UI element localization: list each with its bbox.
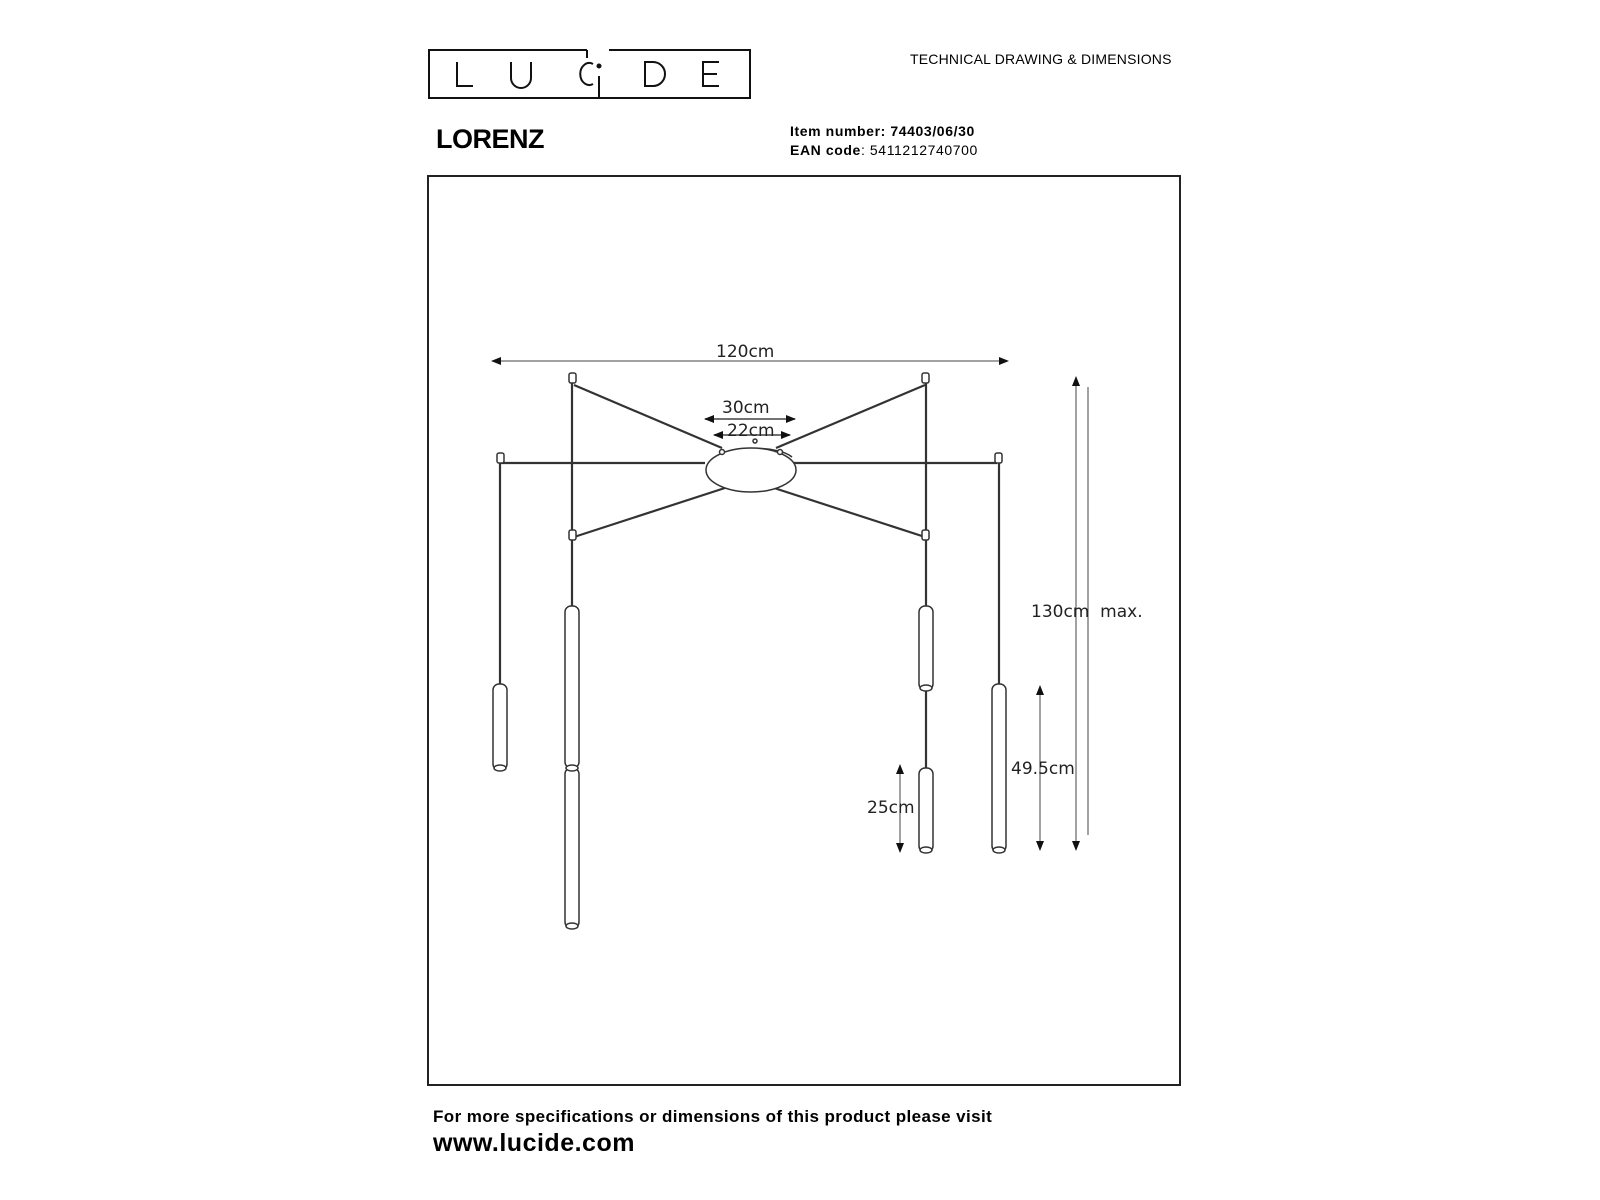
- footer-note: For more specifications or dimensions of…: [433, 1107, 993, 1126]
- dim-max-height: 130cm max.: [1031, 602, 1143, 622]
- item-number: Item number: 74403/06/30: [790, 123, 975, 139]
- ean-label: EAN code: [790, 142, 861, 158]
- ean-code: EAN code: 5411212740700: [790, 142, 978, 158]
- dimension-lines: [491, 357, 1089, 853]
- ean-value: 5411212740700: [869, 142, 978, 158]
- dim-total-width: 120cm: [716, 342, 774, 362]
- item-number-label: Item number:: [790, 123, 886, 139]
- lucide-logo: [427, 48, 752, 100]
- document-type: TECHNICAL DRAWING & DIMENSIONS: [910, 51, 1172, 67]
- dim-long-tube: 49.5cm: [1011, 759, 1075, 779]
- drawing-frame: [427, 175, 1181, 1086]
- product-name: LORENZ: [436, 124, 545, 154]
- hooks: [496, 372, 1003, 541]
- cables: [498, 383, 1001, 768]
- tubes: [492, 605, 1007, 930]
- canopy: [705, 438, 797, 493]
- website-link[interactable]: www.lucide.com: [433, 1129, 635, 1157]
- dim-canopy-inner: 22cm: [727, 421, 775, 441]
- dimension-labels: 120cm 30cm 22cm 130cm max. 49.5cm 25cm: [716, 342, 1143, 818]
- dim-short-tube: 25cm: [867, 798, 915, 818]
- item-number-value: 74403/06/30: [890, 123, 975, 139]
- dim-canopy-outer: 30cm: [722, 398, 770, 418]
